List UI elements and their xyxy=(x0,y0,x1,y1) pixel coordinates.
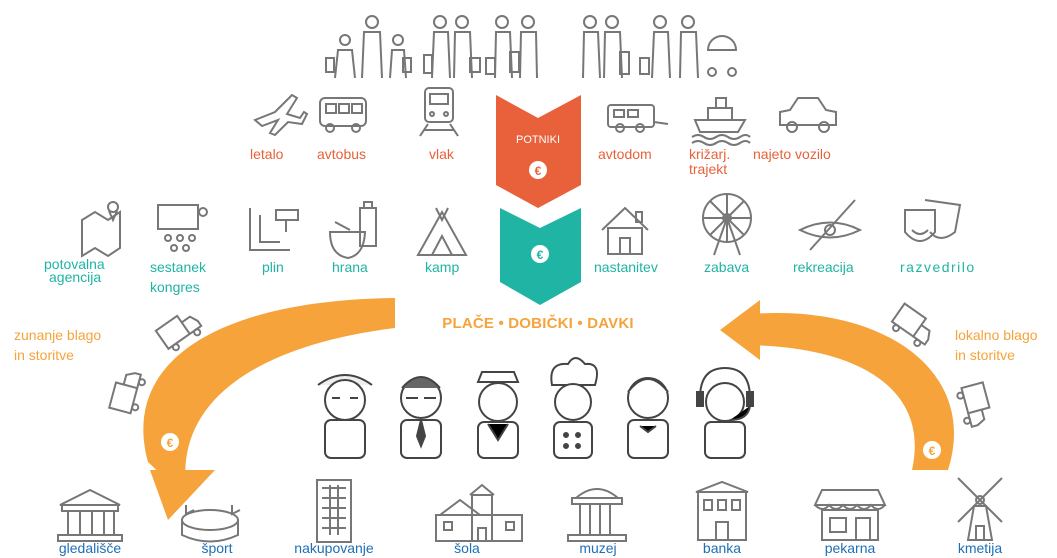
house-icon xyxy=(601,206,649,255)
map-pin-icon xyxy=(81,201,121,258)
transport-label-najeto-vozilo: najeto vozilo xyxy=(753,146,831,162)
family-icon xyxy=(325,15,412,79)
right-euro-symbol: € xyxy=(929,444,936,458)
travelers-group-icon xyxy=(325,15,738,79)
right-upper-truck-icon xyxy=(890,302,931,347)
place-label-sola: šola xyxy=(454,540,480,556)
service-label-kongres: kongres xyxy=(150,279,200,295)
transport-label-vlak: vlak xyxy=(429,146,454,162)
orange-euro-symbol: € xyxy=(535,164,542,178)
food-bowl-icon xyxy=(328,201,377,260)
mall-icon xyxy=(316,479,352,543)
orange-euro-coin xyxy=(529,161,547,179)
teal-euro-coin xyxy=(531,245,549,263)
right-lower-truck-icon xyxy=(956,381,991,428)
right-flow-arc xyxy=(740,312,954,470)
service-label-kamp: kamp xyxy=(425,259,460,275)
orange-chevron xyxy=(496,95,581,208)
teal-chevron-notch xyxy=(500,208,581,228)
ferris-wheel-icon xyxy=(702,193,752,256)
service-label-sestanek: sestanek xyxy=(150,259,207,275)
transport-label-trajekt: trajekt xyxy=(689,161,728,177)
place-label-pekarna: pekarna xyxy=(824,540,876,556)
ship-icon xyxy=(691,97,751,146)
teal-euro-symbol: € xyxy=(537,248,544,262)
theatre-building-icon xyxy=(57,488,123,542)
wages-profits-taxes-slogan: PLAČE • DOBIČKI • DAVKI xyxy=(442,315,634,332)
transport-label-avtodom: avtodom xyxy=(598,146,652,162)
school-icon xyxy=(435,483,523,542)
service-label-zabava: zabava xyxy=(704,259,750,275)
tent-icon xyxy=(416,207,468,256)
airplane-icon xyxy=(253,93,309,137)
theatre-masks-icon xyxy=(904,199,962,242)
left-lower-truck-icon xyxy=(108,372,146,415)
backpackers-icon xyxy=(582,15,630,79)
left-euro-symbol: € xyxy=(167,436,174,450)
service-label-plin: plin xyxy=(262,259,284,275)
museum-icon xyxy=(567,488,627,542)
left-upper-truck-icon xyxy=(154,314,203,352)
local-goods-label-line2: in storitve xyxy=(955,347,1015,363)
stadium-icon xyxy=(181,505,241,543)
potniki-label: POTNIKI xyxy=(515,134,561,146)
service-label-razvedrilo: razvedrilo xyxy=(900,259,976,275)
left-flow-arc xyxy=(143,298,395,500)
call-agent-icon xyxy=(696,366,754,459)
local-goods-label: lokalno blago xyxy=(955,327,1038,343)
bakery-icon xyxy=(813,489,887,541)
train-icon xyxy=(419,87,459,137)
left-arc-arrowhead xyxy=(150,470,215,520)
orange-chevron-notch xyxy=(496,95,581,118)
parents-stroller-icon xyxy=(639,15,738,79)
service-label-agencija: agencija xyxy=(49,269,102,285)
kayak-icon xyxy=(797,199,863,251)
place-label-muzej: muzej xyxy=(579,540,617,556)
service-label-hrana: hrana xyxy=(332,259,368,275)
windmill-icon xyxy=(957,477,1003,541)
farmer-worker-icon xyxy=(317,374,373,459)
right-arc-arrowhead xyxy=(720,300,760,360)
place-label-sport: šport xyxy=(201,540,233,556)
travelers-luggage-icon xyxy=(485,15,538,79)
transport-label-letalo: letalo xyxy=(250,146,284,162)
transport-label-avtobus: avtobus xyxy=(317,146,367,162)
businessman-icon xyxy=(400,376,442,459)
external-goods-label: zunanje blago xyxy=(14,327,102,343)
bank-icon xyxy=(695,480,749,541)
bus-icon xyxy=(319,97,367,133)
car-icon xyxy=(779,97,837,133)
place-label-kmetija: kmetija xyxy=(957,540,1003,556)
service-label-rekreacija: rekreacija xyxy=(793,259,854,275)
place-label-nakupovanje: nakupovanje xyxy=(294,540,374,556)
chef-icon xyxy=(550,357,598,459)
fuel-pump-icon xyxy=(249,208,299,251)
caravan-icon xyxy=(607,104,669,133)
external-goods-label-line2: in storitve xyxy=(14,347,74,363)
service-label-potovalna: potovalna xyxy=(44,256,105,272)
service-label-nastanitev: nastanitev xyxy=(594,259,658,275)
sailor-icon xyxy=(476,371,520,459)
place-label-gledalisce: gledališče xyxy=(58,540,122,556)
right-euro-coin xyxy=(923,441,941,459)
transport-label-krizarj: križarj. xyxy=(689,146,731,162)
left-euro-coin xyxy=(161,433,179,451)
couple-icon xyxy=(423,15,481,79)
place-label-banka: banka xyxy=(702,540,742,556)
conference-icon xyxy=(157,204,208,252)
waiter-icon xyxy=(627,377,669,459)
